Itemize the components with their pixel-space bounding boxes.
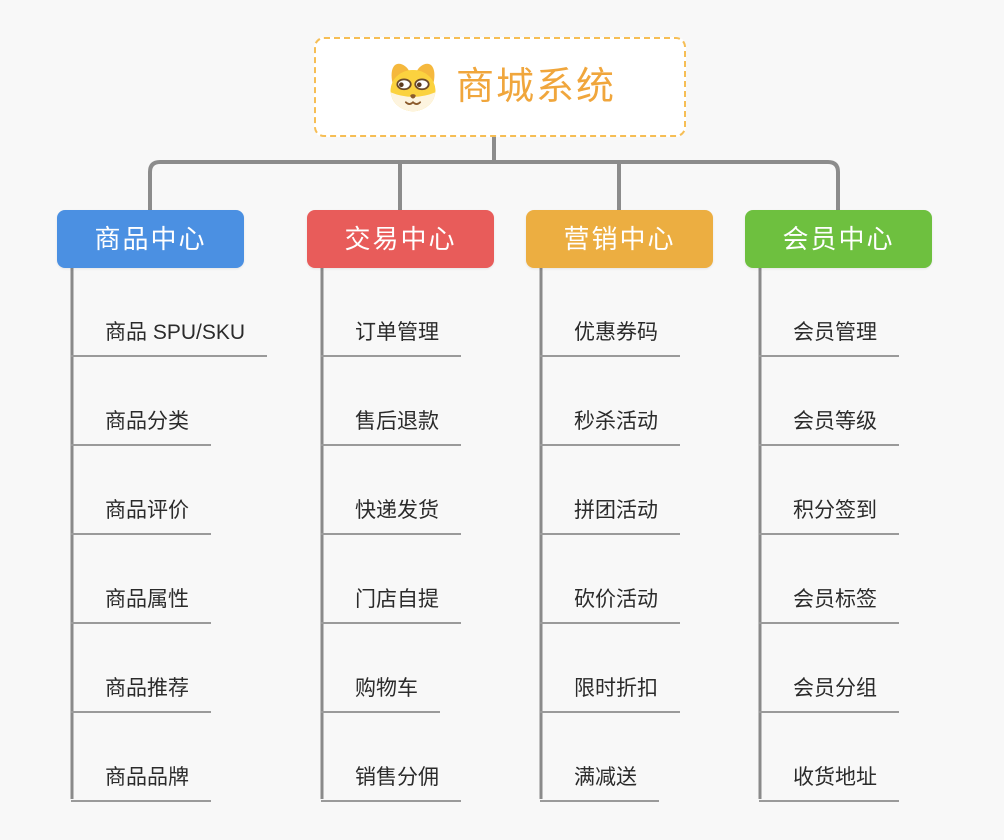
- root-node[interactable]: 商城系统: [314, 37, 686, 137]
- branch-node-trade-center[interactable]: 交易中心: [307, 210, 494, 268]
- leaf-node[interactable]: 商品推荐: [71, 674, 211, 713]
- leaf-node[interactable]: 砍价活动: [540, 585, 680, 624]
- leaf-node[interactable]: 商品 SPU/SKU: [71, 318, 268, 357]
- leaf-node[interactable]: 拼团活动: [540, 496, 680, 535]
- leaf-node[interactable]: 优惠券码: [540, 318, 680, 357]
- branch-label: 商品中心: [94, 224, 207, 254]
- leaf-node[interactable]: 售后退款: [321, 407, 461, 446]
- leaf-node[interactable]: 订单管理: [321, 318, 461, 357]
- branch-node-product-center[interactable]: 商品中心: [57, 210, 244, 268]
- leaf-node[interactable]: 销售分佣: [321, 763, 461, 802]
- leaf-node[interactable]: 商品评价: [71, 496, 211, 535]
- branch-label: 营销中心: [563, 224, 676, 254]
- leaf-node[interactable]: 收货地址: [759, 763, 899, 802]
- root-title: 商城系统: [455, 66, 616, 108]
- branch-label: 交易中心: [344, 224, 457, 254]
- dog-face-icon: [390, 63, 436, 112]
- leaf-node[interactable]: 商品品牌: [71, 763, 211, 802]
- branch-label: 会员中心: [782, 224, 895, 254]
- leaf-node[interactable]: 会员标签: [759, 585, 899, 624]
- leaf-node[interactable]: 商品分类: [71, 407, 211, 446]
- leaf-node[interactable]: 秒杀活动: [540, 407, 680, 446]
- leaf-node[interactable]: 快递发货: [321, 496, 461, 535]
- leaf-node[interactable]: 限时折扣: [540, 674, 680, 713]
- leaf-node[interactable]: 会员管理: [759, 318, 899, 357]
- leaf-node[interactable]: 购物车: [321, 674, 440, 713]
- leaf-node[interactable]: 商品属性: [71, 585, 211, 624]
- branch-node-member-center[interactable]: 会员中心: [745, 210, 932, 268]
- leaf-node[interactable]: 满减送: [540, 763, 659, 802]
- leaf-node[interactable]: 门店自提: [321, 585, 461, 624]
- leaf-node[interactable]: 积分签到: [759, 496, 899, 535]
- branch-node-marketing-center[interactable]: 营销中心: [526, 210, 713, 268]
- leaf-node[interactable]: 会员分组: [759, 674, 899, 713]
- leaf-node[interactable]: 会员等级: [759, 407, 899, 446]
